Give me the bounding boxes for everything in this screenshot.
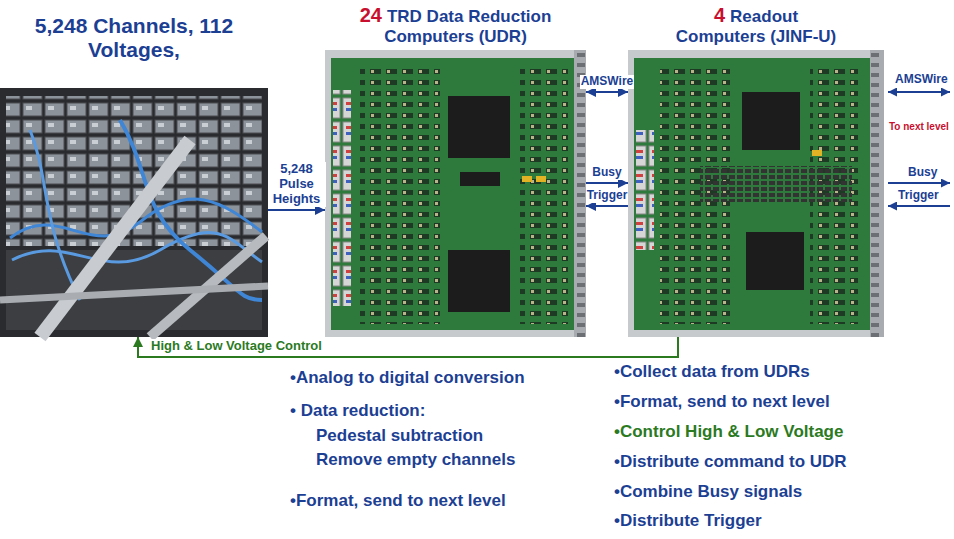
function-bullet: •Combine Busy signals <box>614 482 802 502</box>
board-frame <box>325 50 586 337</box>
processor-chip <box>448 96 510 158</box>
signal-name: Busy <box>908 166 937 180</box>
link-arrow <box>586 91 628 93</box>
capacitor <box>812 150 822 156</box>
board-frame <box>628 50 884 337</box>
processor-chip <box>742 92 800 150</box>
heading-block: 5,248 Channels, 112 Voltages, <box>29 4 239 62</box>
jinf-board: 4Readout Computers (JINF-U) <box>628 2 884 337</box>
function-bullet: •Format, send to next level <box>290 491 506 511</box>
board-count: 24 <box>360 4 382 26</box>
function-subitem: Remove empty channels <box>316 450 515 470</box>
heading-block: 4Readout Computers (JINF-U) <box>671 2 841 47</box>
backplane-connector <box>870 50 884 337</box>
function-bullet: •Collect data from UDRs <box>614 362 810 382</box>
edge-label: AMSWire <box>580 75 635 89</box>
board-heading: Readout Computers (JINF-U) <box>676 7 837 46</box>
input-connectors <box>636 130 654 250</box>
cable <box>30 130 80 300</box>
backplane-connector <box>574 50 586 337</box>
link-arrow <box>888 91 950 93</box>
chip <box>460 172 500 186</box>
function-bullet: •Format, send to next level <box>614 392 830 412</box>
link-arrow <box>888 182 950 184</box>
function-bullet: •Distribute Trigger <box>614 511 762 531</box>
smd-parts <box>520 66 568 324</box>
udr-board: 24TRD Data Reduction Computers (UDR) <box>325 2 586 337</box>
board-count: 4 <box>714 4 725 26</box>
cable <box>12 233 262 263</box>
processor-chip <box>448 250 510 312</box>
photo-heading: 5,248 Channels, 112 Voltages, <box>35 14 233 61</box>
function-subitem: Pedestal subtraction <box>316 426 483 446</box>
signal-name: Trigger <box>898 189 939 203</box>
edge-label: Trigger <box>586 189 629 203</box>
processor-chip <box>746 232 804 290</box>
link-arrow <box>888 205 950 207</box>
control-line <box>138 337 678 357</box>
pcb <box>331 58 574 330</box>
capacitor <box>536 176 546 182</box>
signal-name: AMSWire <box>895 73 948 87</box>
capacitor <box>522 176 532 182</box>
pcb <box>634 58 870 330</box>
pin-header <box>700 166 852 202</box>
signal-arrow <box>268 209 325 211</box>
board-heading: TRD Data Reduction Computers (UDR) <box>384 7 551 46</box>
function-bullet: • Data reduction: <box>290 401 425 421</box>
edge-label: Busy <box>591 166 622 180</box>
detector-photo: 5,248 Channels, 112 Voltages, <box>0 4 268 337</box>
busy-arrow <box>586 182 628 184</box>
support-bar <box>0 286 268 300</box>
trigger-arrow <box>586 205 628 207</box>
edge-label: 5,248 Pulse Heights <box>268 162 326 207</box>
smd-parts <box>360 66 440 324</box>
signal-note: To next level <box>889 121 949 133</box>
photo-ground <box>0 88 268 337</box>
support-strut <box>40 140 190 337</box>
input-connectors <box>333 90 351 306</box>
function-bullet: •Control High & Low Voltage <box>614 422 843 442</box>
function-bullet: •Distribute command to UDR <box>614 452 847 472</box>
heading-block: 24TRD Data Reduction Computers (UDR) <box>336 2 576 47</box>
edge-label: High & Low Voltage Control <box>150 339 323 354</box>
function-bullet: •Analog to digital conversion <box>290 368 525 388</box>
